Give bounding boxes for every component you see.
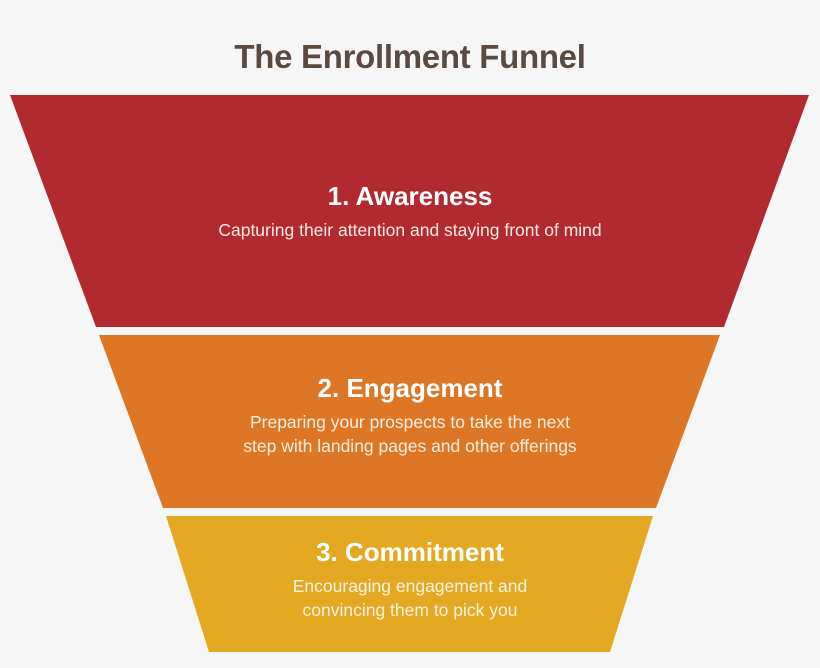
stage-description: Encouraging engagement and convincing th…: [292, 576, 528, 620]
funnel-stage-awareness: 1. Awareness Capturing their attention a…: [0, 180, 820, 242]
funnel-stage-awareness-shape: [10, 95, 809, 327]
stage-heading: 3. Commitment: [316, 537, 504, 567]
stage-heading: 1. Awareness: [327, 181, 493, 211]
diagram-title: The Enrollment Funnel: [234, 38, 586, 75]
stage-description: Capturing their attention and staying fr…: [218, 220, 602, 240]
stage-description: Preparing your prospects to take the nex…: [243, 412, 577, 456]
funnel-stage-commitment: 3. Commitment Encouraging engagement and…: [0, 536, 820, 622]
funnel-stage-engagement: 2. Engagement Preparing your prospects t…: [0, 372, 820, 458]
funnel-stage-engagement-shape: [99, 335, 720, 508]
stage-heading: 2. Engagement: [317, 373, 503, 403]
funnel-stage-commitment-shape: [166, 516, 653, 652]
